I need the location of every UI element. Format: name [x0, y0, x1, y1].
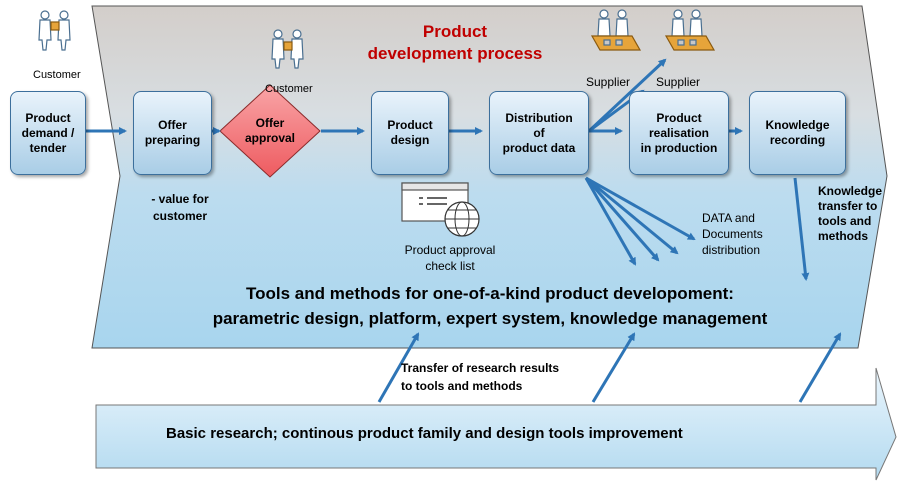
supplier-label-1: Supplier — [586, 75, 631, 89]
step-product-design: Product design — [371, 91, 449, 175]
knowledge-transfer-arrow — [793, 177, 810, 281]
supplier-icon-2 — [664, 9, 716, 51]
customer-label-top: Customer — [33, 69, 81, 81]
research-transfer-arrows — [377, 332, 842, 403]
offer-approval-diamond — [219, 84, 321, 178]
step-product-realisation: Product realisation in production — [629, 91, 729, 175]
step-offer-approval-label: Offer approval — [244, 116, 295, 145]
tools-title: Tools and methods for one-of-a-kind prod… — [246, 284, 734, 303]
step-offer-preparing: Offer preparing — [133, 91, 212, 175]
arrow-to-supplier-2 — [587, 58, 667, 133]
value-note: - value for customer — [151, 192, 209, 223]
knowledge-transfer-note: Knowledge transfer to tools and methods — [818, 184, 883, 243]
step-knowledge-recording: Knowledge recording — [749, 91, 846, 175]
distribution-fan-arrows — [584, 176, 696, 266]
process-title: Product development process — [367, 22, 543, 63]
step-product-demand: Product demand / tender — [10, 91, 86, 175]
checklist-globe-icon — [401, 182, 480, 237]
step-distribution: Distribution of product data — [489, 91, 589, 175]
checklist-note: Product approval check list — [404, 243, 496, 273]
data-docs-note: DATA and Documents distribution — [702, 211, 763, 257]
supplier-label-2: Supplier — [656, 75, 701, 89]
tools-subtitle: parametric design, platform, expert syst… — [212, 309, 768, 328]
basic-research-label: Basic research; continous product family… — [166, 425, 683, 442]
research-transfer-note: Transfer of research results to tools an… — [401, 361, 560, 393]
supplier-icon-1 — [590, 9, 642, 51]
customer-icon-top — [38, 10, 71, 51]
customer-icon-mid — [271, 29, 304, 69]
basic-research-arrow — [95, 367, 897, 481]
flow-arrows — [85, 58, 743, 135]
customer-label-mid: Customer — [265, 83, 313, 95]
